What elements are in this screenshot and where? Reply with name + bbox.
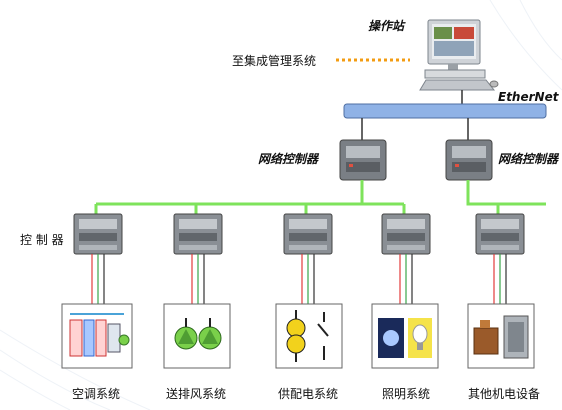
subsystem-label-hvac: 空调系统 — [72, 387, 121, 401]
network-controller-label-right: 网络控制器 — [498, 152, 559, 166]
field-bus-links — [94, 180, 546, 214]
hvac-system-box — [61, 303, 133, 369]
field-wiring — [91, 254, 507, 304]
power-distribution-box — [275, 303, 343, 369]
subsystem-label-power: 供配电系统 — [278, 387, 339, 401]
controller-label: 控 制 器 — [20, 233, 64, 247]
lighting-system-box — [371, 303, 439, 369]
subsystem-label-ventilation: 送排风系统 — [166, 387, 227, 401]
ddc-controller-5 — [475, 213, 525, 255]
ethernet-bus — [343, 103, 547, 119]
network-controller-2 — [445, 139, 493, 181]
ddc-controllers — [73, 213, 525, 255]
ddc-controller-1 — [73, 213, 123, 255]
network-controller-1 — [339, 139, 387, 181]
ddc-controller-4 — [381, 213, 431, 255]
workstation-label: 操作站 — [368, 19, 405, 33]
subsystem-label-other: 其他机电设备 — [468, 387, 541, 401]
integration-label: 至集成管理系统 — [232, 54, 317, 68]
network-controller-label-left: 网络控制器 — [258, 152, 319, 166]
ethernet-label: EtherNet — [498, 90, 559, 104]
subsystem-label-lighting: 照明系统 — [382, 387, 431, 401]
other-equipment-box — [467, 303, 535, 369]
ddc-controller-2 — [173, 213, 223, 255]
workstation-computer-icon — [419, 19, 499, 91]
ventilation-system-box — [163, 303, 231, 369]
ddc-controller-3 — [283, 213, 333, 255]
